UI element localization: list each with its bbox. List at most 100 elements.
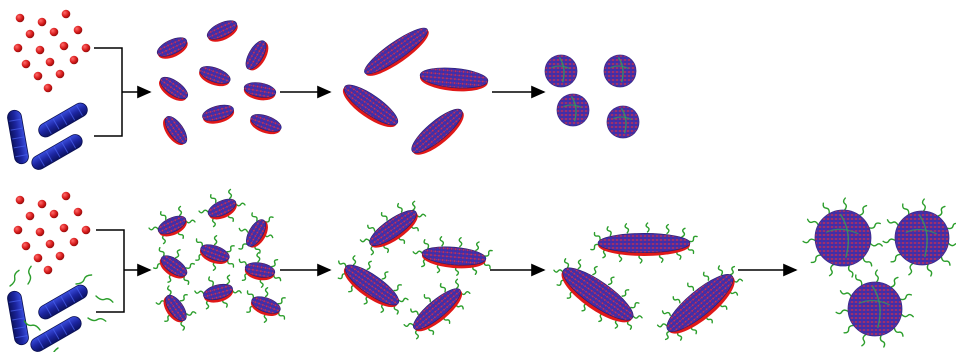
red-bead	[36, 46, 45, 55]
ligand-chain	[239, 259, 247, 265]
red-bead-cluster	[14, 192, 91, 275]
ligand-chain	[870, 244, 882, 246]
blue-rod	[28, 314, 83, 352]
ligand-chain	[165, 286, 173, 295]
red-bead	[26, 30, 35, 39]
ligand-chain	[440, 237, 444, 246]
ligand-chain	[485, 250, 492, 257]
ellipsoid-particle	[201, 102, 236, 127]
ligand-chain	[476, 242, 479, 251]
bottom-row-pathway	[6, 183, 956, 352]
ligand-chain	[210, 194, 217, 204]
ellipsoid-particle	[419, 65, 489, 94]
red-bead	[36, 228, 45, 237]
ligand-chain	[844, 198, 847, 210]
ligand-chain	[666, 225, 668, 234]
ligand-chain	[862, 334, 866, 345]
spherical-particle	[607, 106, 639, 138]
red-bead	[60, 42, 69, 51]
ligand-chain	[199, 208, 208, 215]
ligand-chain	[948, 243, 956, 245]
ligand-chain	[803, 239, 815, 242]
ligand-chain	[394, 283, 401, 292]
red-bead	[60, 224, 69, 233]
ligand-chain	[662, 309, 671, 318]
ligand-chain	[687, 282, 695, 291]
red-bead	[14, 226, 23, 235]
ligand-chain	[646, 223, 649, 232]
red-bead	[38, 18, 47, 27]
spherical-particle	[883, 199, 956, 276]
ligand-chain	[195, 239, 204, 246]
ellipsoid-particle	[248, 111, 284, 138]
ellipsoid-particle	[242, 38, 273, 74]
ligand-chain	[631, 301, 639, 310]
red-bead	[44, 266, 53, 275]
red-bead	[70, 238, 79, 247]
ligand-chain	[236, 201, 245, 208]
ligand-chain	[938, 206, 945, 216]
ligand-chain	[702, 272, 709, 280]
ligand-chain	[808, 219, 819, 225]
red-bead	[74, 208, 83, 217]
red-bead	[82, 226, 91, 235]
ligand-chain	[76, 275, 92, 284]
red-bead	[44, 84, 53, 93]
red-bead	[22, 242, 31, 251]
red-bead	[56, 70, 65, 79]
ligand-chain	[672, 295, 680, 304]
ligand-chain	[859, 206, 866, 216]
ligand-chain	[894, 328, 903, 336]
red-bead	[26, 212, 35, 221]
ligand-chain	[160, 211, 167, 221]
mixing-bracket	[94, 48, 150, 136]
ligand-chain	[157, 248, 166, 256]
ligand-chain	[823, 203, 829, 213]
ellipsoid-particle	[159, 113, 191, 149]
ellipsoid-particle	[188, 230, 241, 277]
spherical-particle	[557, 94, 589, 126]
ligand-chain	[891, 277, 898, 287]
red-bead	[56, 252, 65, 261]
ligand-chain	[239, 226, 248, 233]
ligand-chain	[149, 225, 158, 232]
ellipsoid-particle	[406, 103, 470, 162]
red-bead	[70, 56, 79, 65]
ligand-chain	[658, 321, 667, 330]
ligand-chain	[381, 271, 388, 280]
ligand-chain	[246, 291, 255, 298]
ligand-chain	[256, 253, 261, 262]
ellipsoid-particle	[230, 205, 281, 260]
red-bead	[74, 26, 83, 35]
ligand-chain	[909, 263, 913, 274]
ligand-chain	[728, 266, 737, 275]
ligand-chain	[883, 239, 895, 242]
ellipsoid-particle	[150, 280, 203, 335]
ligand-chain	[591, 244, 599, 249]
ligand-chain	[232, 289, 241, 295]
ligand-chain	[49, 348, 58, 352]
blue-rod	[6, 109, 29, 165]
ellipsoid-particle	[647, 253, 753, 352]
ligand-chain	[836, 310, 848, 313]
ellipsoid-particle	[145, 200, 199, 249]
ligand-chain	[733, 276, 742, 285]
ligand-chain	[900, 294, 911, 299]
ligand-chain	[625, 224, 628, 233]
red-bead	[16, 14, 25, 23]
ligand-chain	[841, 291, 852, 297]
ligand-chain	[869, 223, 880, 228]
red-bead	[38, 200, 47, 209]
red-bead	[34, 254, 43, 263]
spherical-particle	[545, 55, 577, 87]
ligand-chain	[608, 276, 616, 285]
ellipsoid-particle	[155, 34, 191, 63]
ligand-chain	[903, 204, 909, 214]
ligand-chain	[423, 294, 431, 303]
ligand-chain	[28, 266, 31, 284]
ligand-chain	[239, 242, 247, 251]
ligand-chain	[880, 335, 884, 347]
blue-rod	[29, 132, 84, 172]
ellipsoid-particle	[239, 282, 292, 329]
